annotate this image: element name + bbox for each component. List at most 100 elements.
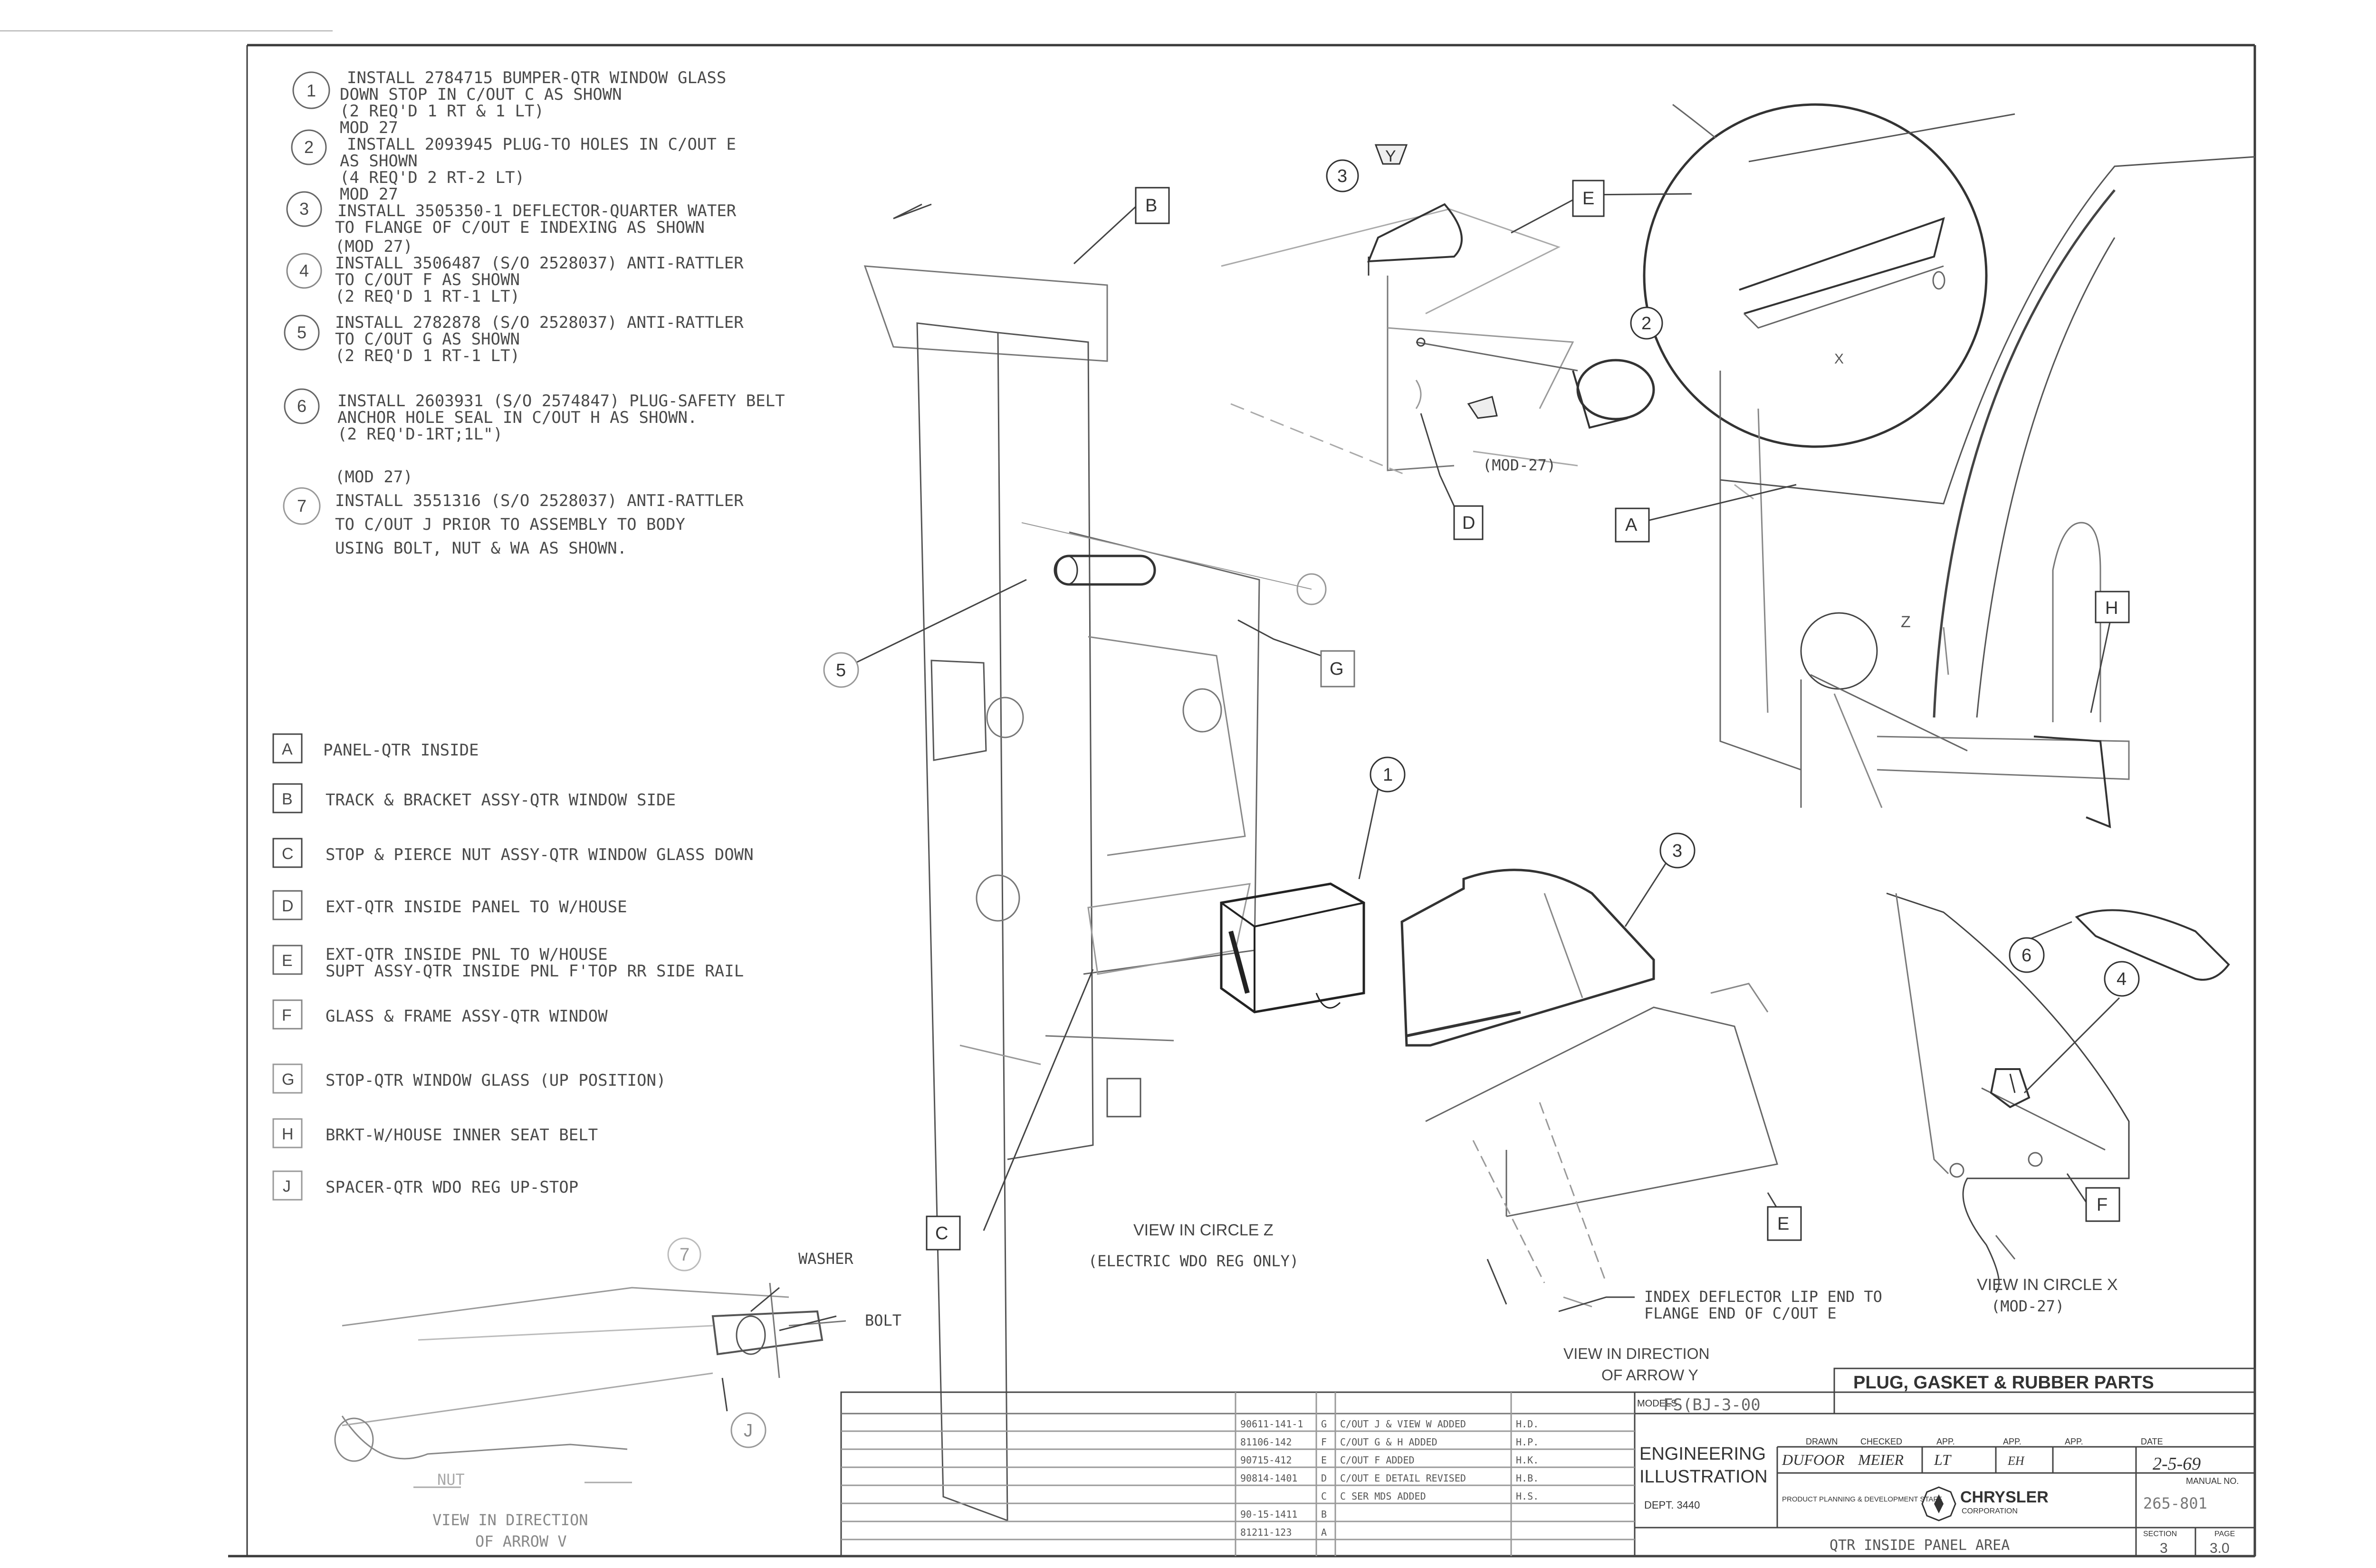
note-line: INSTALL 3505350-1 DEFLECTOR-QUARTER WATE…: [337, 201, 737, 220]
checked-value: MEIER: [1858, 1451, 1904, 1468]
legend-item-e: E EXT-QTR INSIDE PNL TO W/HOUSE SUPT ASS…: [272, 945, 744, 981]
glass-frame-drawing: [1886, 892, 2230, 1293]
note-line: DOWN STOP IN C/OUT C AS SHOWN: [340, 85, 622, 104]
manual-number-value: 265-801: [2143, 1494, 2207, 1512]
revision-ref: 90814-1401: [1240, 1472, 1297, 1484]
view-circle-z-title: VIEW IN CIRCLE Z: [1133, 1221, 1274, 1239]
note-number: 2: [304, 137, 314, 157]
leader-lines: [721, 193, 2120, 1412]
view-circle-x-note: (MOD-27): [1991, 1297, 2064, 1315]
drawn-value: DUFOOR: [1782, 1451, 1845, 1468]
callout-e-bottom: E: [1767, 1206, 1802, 1241]
legend-text: STOP & PIERCE NUT ASSY-QTR WINDOW GLASS …: [326, 845, 754, 864]
revision-ref: 81211-123: [1240, 1527, 1292, 1538]
legend-item-d: D EXT-QTR INSIDE PANEL TO W/HOUSE: [272, 890, 627, 920]
callouts: B E D A G H C E F 3 2 5 1 3 6 4 7 J Y X …: [667, 147, 2140, 1448]
note-line: INSTALL 2603931 (S/O 2574847) PLUG-SAFET…: [337, 392, 785, 411]
revision-initials: H.K.: [1516, 1454, 1539, 1466]
view-circle-z-note: (ELECTRIC WDO REG ONLY): [1088, 1252, 1299, 1270]
revision-letter: B: [1321, 1509, 1327, 1520]
balloon-label: J: [744, 1421, 753, 1441]
circle-label: Z: [1901, 613, 1911, 631]
revision-description: C/OUT F ADDED: [1340, 1454, 1415, 1466]
note-line: USING BOLT, NUT & WA AS SHOWN.: [335, 539, 627, 558]
callout-b: B: [1135, 187, 1170, 224]
drawn-label: DRAWN: [1806, 1437, 1838, 1446]
callout-a: A: [1615, 507, 1650, 543]
balloon-label: 4: [2117, 969, 2127, 989]
callout-label: F: [2097, 1195, 2108, 1215]
note-line: TO C/OUT G AS SHOWN: [335, 330, 520, 349]
bolt-label: BOLT: [865, 1311, 901, 1329]
balloon-label: 3: [1337, 166, 1347, 186]
revision-initials: H.D.: [1516, 1418, 1539, 1430]
callout-c: C: [926, 1215, 961, 1251]
note-5: 5 INSTALL 2782878 (S/O 2528037) ANTI-RAT…: [284, 313, 744, 365]
legend-text: SUPT ASSY-QTR INSIDE PNL F'TOP RR SIDE R…: [326, 962, 744, 981]
note-line: MOD 27: [340, 118, 398, 137]
callout-g: G: [1320, 650, 1355, 688]
legend-item-b: B TRACK & BRACKET ASSY-QTR WINDOW SIDE: [272, 783, 676, 813]
balloon-3-top: 3: [1326, 159, 1359, 192]
index-note-line: FLANGE END OF C/OUT E: [1644, 1304, 1837, 1322]
revision-letter: E: [1321, 1454, 1327, 1466]
track-bracket-assembly-drawing: [863, 265, 1365, 1522]
mod-27-label: (MOD-27): [1483, 456, 1556, 474]
circle-x-mark: X: [1834, 351, 1844, 367]
legend-text: PANEL-QTR INSIDE: [323, 741, 479, 760]
legend-item-c: C STOP & PIERCE NUT ASSY-QTR WINDOW GLAS…: [272, 838, 754, 868]
balloon-j: J: [730, 1412, 766, 1448]
legend-key: C: [282, 845, 294, 863]
note-line: (MOD 27): [335, 468, 413, 487]
arrow-label: Y: [1385, 147, 1396, 165]
callout-label: A: [1625, 515, 1638, 535]
legend-key: E: [282, 952, 293, 970]
approved-value: EH: [2007, 1454, 2025, 1468]
arrow-y: Y: [1385, 147, 1396, 165]
callout-label: H: [2105, 598, 2118, 618]
callout-label: E: [1777, 1214, 1789, 1234]
models-label: MODELS: [1637, 1398, 1677, 1409]
balloon-7: 7: [667, 1237, 701, 1272]
note-number: 4: [299, 261, 309, 280]
legend-key: D: [282, 897, 294, 915]
approved-value: LT: [1934, 1451, 1952, 1468]
brand-name: CHRYSLER: [1960, 1488, 2049, 1506]
balloon-label: 5: [836, 660, 846, 680]
revision-description: C SER MDS ADDED: [1340, 1491, 1426, 1502]
department-label: DEPT. 3440: [1644, 1499, 1700, 1511]
revision-initials: H.B.: [1516, 1472, 1539, 1484]
note-number: 1: [307, 81, 316, 100]
models-value: FS(BJ-3-00: [1663, 1396, 1761, 1415]
balloon-3-bottom: 3: [1659, 832, 1696, 869]
note-line: TO FLANGE OF C/OUT E INDEXING AS SHOWN: [335, 218, 705, 237]
general-notes: 1 INSTALL 2784715 BUMPER-QTR WINDOW GLAS…: [283, 68, 785, 558]
note-6: 6 INSTALL 2603931 (S/O 2574847) PLUG-SAF…: [284, 388, 785, 444]
balloon-label: 1: [1383, 765, 1393, 785]
legend-item-g: G STOP-QTR WINDOW GLASS (UP POSITION): [272, 1063, 666, 1094]
legend-item-a: A PANEL-QTR INSIDE: [272, 733, 479, 764]
parts-category: PLUG, GASKET & RUBBER PARTS: [1853, 1373, 2154, 1393]
page-value: 3.0: [2210, 1540, 2230, 1556]
legend-text: STOP-QTR WINDOW GLASS (UP POSITION): [326, 1071, 666, 1090]
approved-label: APP.: [2003, 1437, 2022, 1446]
view-direction-v-label: OF ARROW V: [475, 1532, 567, 1550]
legend-key: B: [282, 790, 293, 808]
extension-plug-drawing: [1221, 144, 1655, 476]
revision-letter: F: [1321, 1436, 1327, 1448]
title-block-text: PLUG, GASKET & RUBBER PARTS MODELS FS(BJ…: [1637, 1373, 2239, 1556]
revision-description: C/OUT J & VIEW W ADDED: [1340, 1418, 1466, 1430]
legend-item-h: H BRKT-W/HOUSE INNER SEAT BELT: [272, 1118, 598, 1148]
note-line: (MOD 27): [335, 237, 413, 256]
legend-text: GLASS & FRAME ASSY-QTR WINDOW: [326, 1007, 608, 1026]
balloon-label: 3: [1672, 841, 1682, 861]
note-line: INSTALL 3506487 (S/O 2528037) ANTI-RATTL…: [335, 254, 744, 273]
callout-label: G: [1330, 659, 1344, 679]
revision-ref: 90611-141-1: [1240, 1418, 1303, 1430]
callout-label: C: [935, 1224, 948, 1243]
revision-ref: 90-15-1411: [1240, 1509, 1297, 1520]
manual-number-label: MANUAL NO.: [2186, 1476, 2239, 1486]
balloon-6: 6: [2009, 937, 2045, 973]
